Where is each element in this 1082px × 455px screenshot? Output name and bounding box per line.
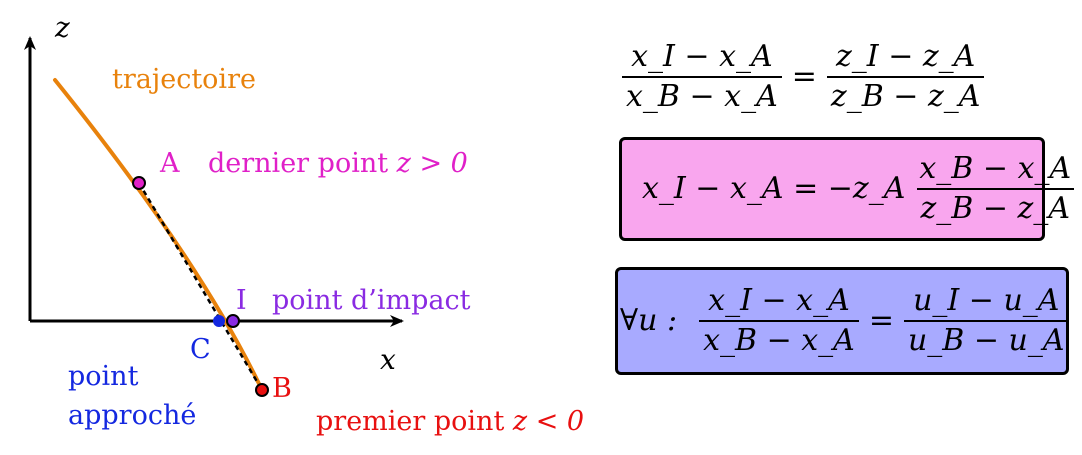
point-a-description: dernier point z > 0 xyxy=(208,150,468,177)
equation-pink-fraction: x_B − x_A z_B − z_A xyxy=(915,154,1075,224)
equation-pink-denominator: z_B − z_A xyxy=(916,188,1075,224)
equation-blue-lhs-denominator: x_B − x_A xyxy=(699,320,859,356)
point-c-description-line2: approché xyxy=(68,400,197,431)
equation-blue-rhs-fraction: u_I − u_A u_B − u_A xyxy=(903,283,1069,356)
z-axis-label: z xyxy=(55,11,70,44)
x-axis-label: x xyxy=(380,343,396,376)
equation-box-blue: ∀u : x_I − x_A x_B − x_A = u_I − u_A u_B… xyxy=(615,267,1069,375)
equation-pink-numerator: x_B − x_A xyxy=(919,151,1072,186)
trajectory-label: trajectoire xyxy=(112,64,256,95)
point-b-marker xyxy=(255,383,269,397)
point-c-description-line1: point xyxy=(68,361,139,392)
secant-line-ab xyxy=(137,182,264,391)
point-a-description-text: dernier point xyxy=(208,148,389,179)
equation-box-pink: x_I − x_A = −z_A x_B − x_A z_B − z_A xyxy=(619,137,1075,241)
point-c-letter: C xyxy=(190,334,211,365)
point-b-condition: z < 0 xyxy=(512,406,585,437)
point-c-marker xyxy=(213,315,225,327)
equation-blue-prefix: ∀u : xyxy=(620,303,678,338)
equation-top-rhs-fraction: z_I − z_A z_B − z_A xyxy=(826,39,985,112)
equation-top-lhs-numerator: x_I − x_A xyxy=(631,39,773,74)
equation-blue-rhs-denominator: u_B − u_A xyxy=(903,320,1069,356)
point-b-letter: B xyxy=(272,373,292,404)
equation-top-operator: = xyxy=(791,59,817,94)
equation-top: x_I − x_A x_B − x_A = z_I − z_A z_B − z_… xyxy=(622,39,985,112)
equation-pink-lhs: x_I − x_A = −z_A xyxy=(642,171,906,206)
trajectory-curve xyxy=(53,78,264,392)
point-i-letter: I xyxy=(236,285,247,316)
point-i-description: point d’impact xyxy=(272,285,471,316)
equation-top-rhs-numerator: z_I − z_A xyxy=(836,39,976,74)
equation-blue-operator: = xyxy=(868,303,894,338)
equation-blue-lhs-fraction: x_I − x_A x_B − x_A xyxy=(699,286,859,356)
point-b-description-text: premier point xyxy=(316,406,505,437)
point-i-marker xyxy=(226,314,240,328)
point-a-letter: A xyxy=(160,148,180,179)
equation-blue-rhs-numerator: u_I − u_A xyxy=(913,283,1060,318)
equation-top-lhs-fraction: x_I − x_A x_B − x_A xyxy=(622,42,782,112)
point-a-condition: z > 0 xyxy=(396,148,468,179)
point-a-marker xyxy=(132,176,146,190)
point-b-description: premier point z < 0 xyxy=(316,408,584,435)
equation-blue-lhs-numerator: x_I − x_A xyxy=(708,283,850,318)
equation-top-lhs-denominator: x_B − x_A xyxy=(622,76,782,112)
equation-top-rhs-denominator: z_B − z_A xyxy=(826,76,985,112)
